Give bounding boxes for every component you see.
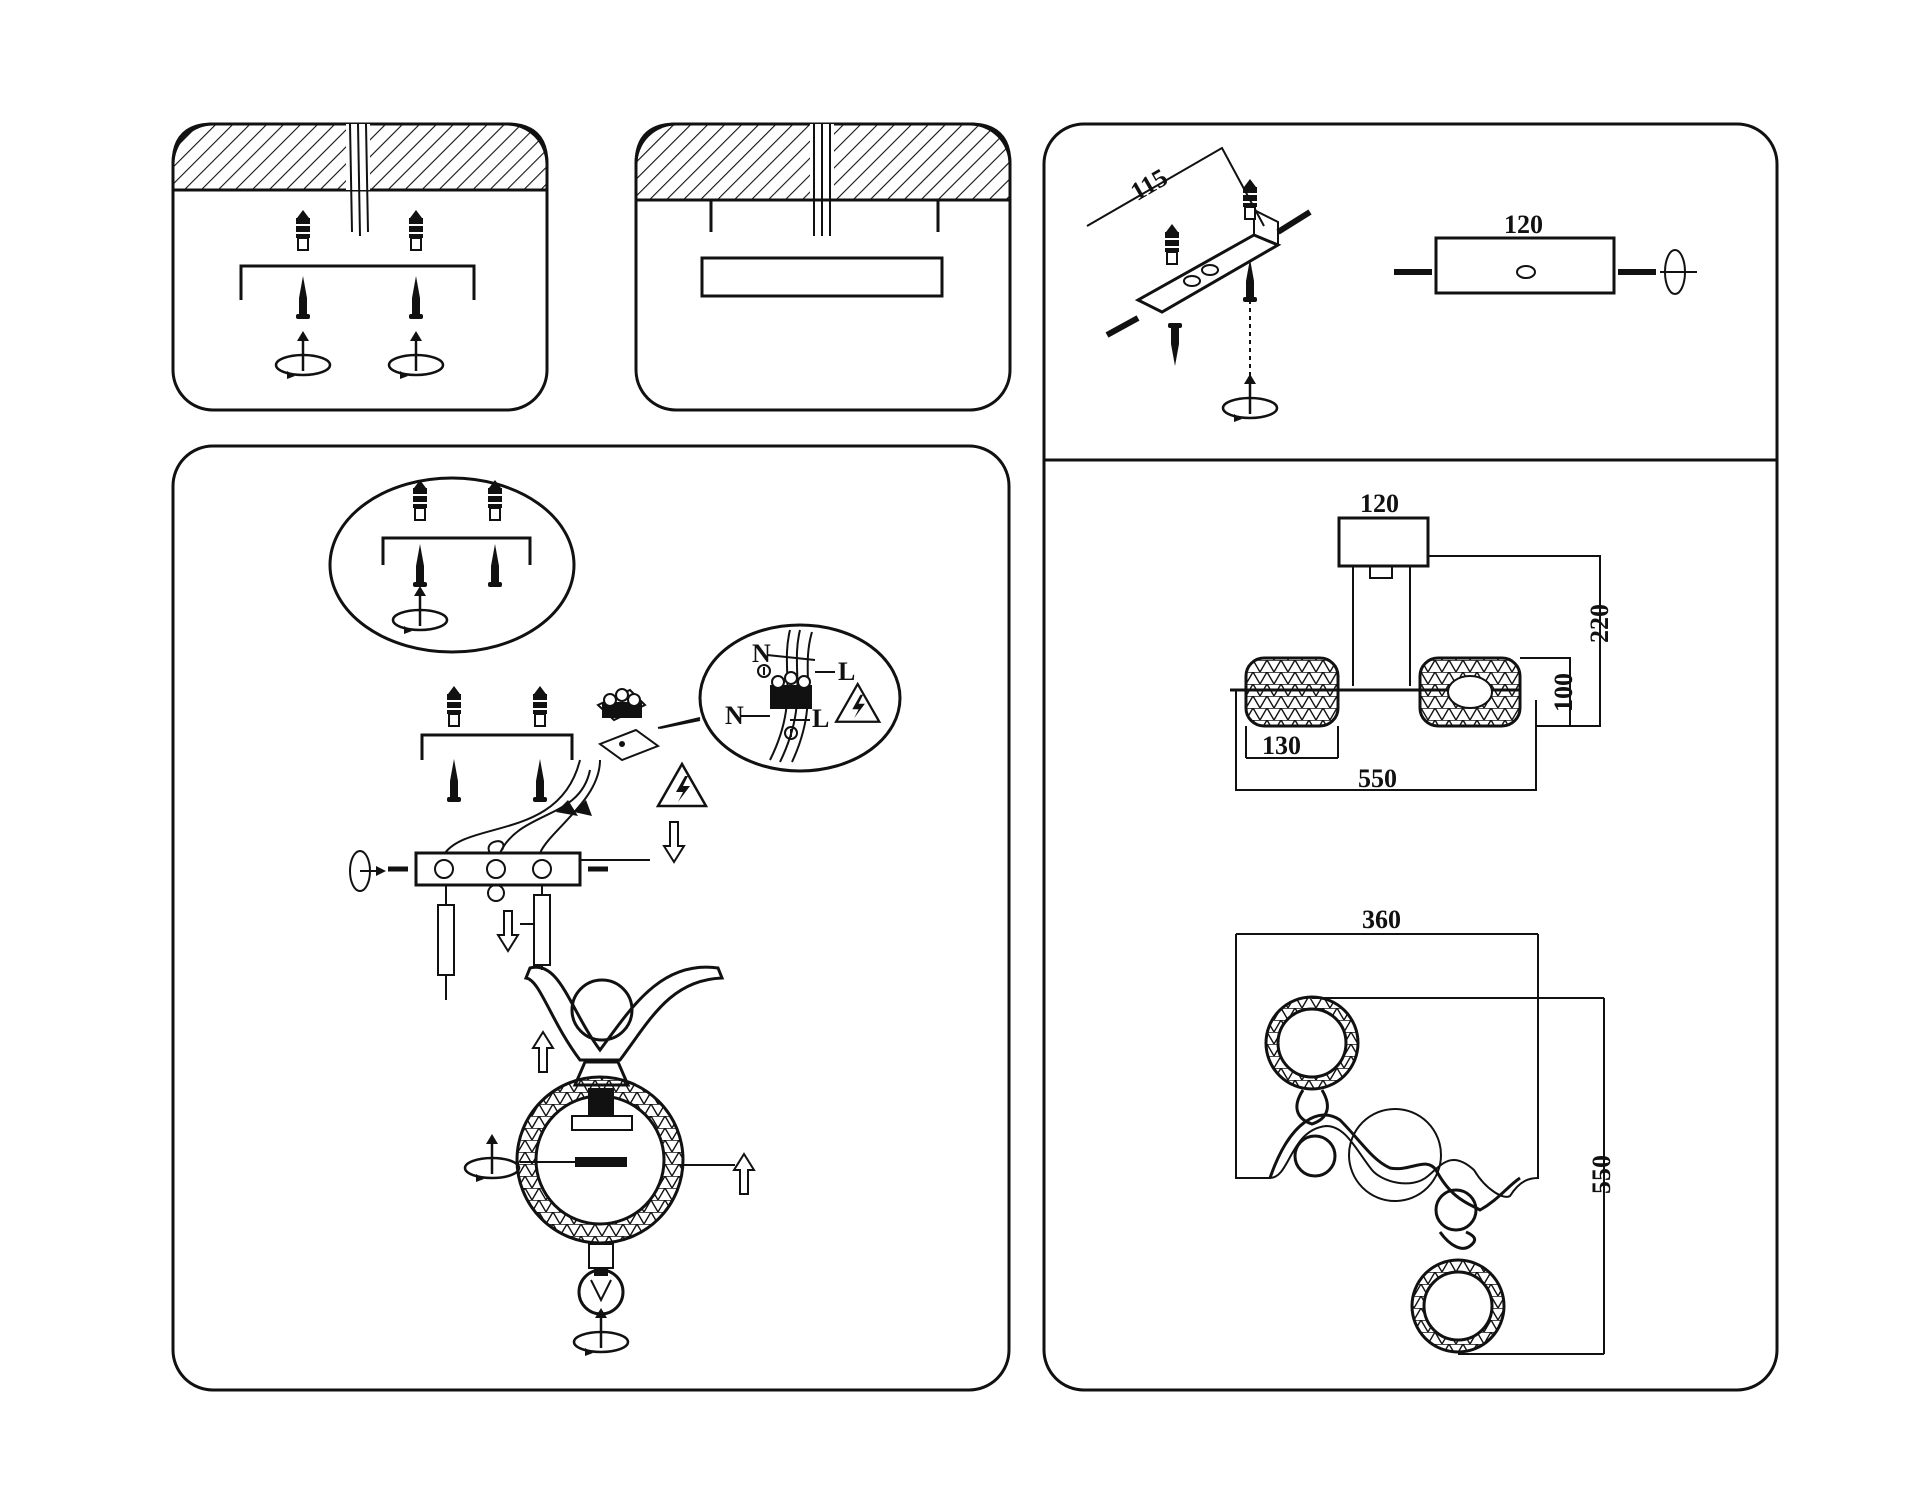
panel-step-2 bbox=[634, 122, 1012, 412]
lamp-arm bbox=[523, 965, 725, 1062]
bracket-detail-circle bbox=[328, 476, 576, 654]
rotate-arrow-icon bbox=[349, 850, 386, 892]
electric-hazard-icon bbox=[656, 762, 708, 808]
screw-icon bbox=[488, 544, 502, 587]
rotate-arrow-icon bbox=[463, 1132, 521, 1184]
electric-hazard-icon bbox=[834, 682, 881, 723]
mounting-bracket bbox=[239, 264, 476, 300]
rotate-arrow-icon bbox=[391, 584, 449, 636]
terminal-block-icon bbox=[596, 688, 661, 762]
down-arrow-icon bbox=[663, 821, 685, 863]
total-height-label: 220 bbox=[1585, 604, 1614, 643]
rotate-arrow-icon bbox=[572, 1306, 630, 1358]
neutral-label: N bbox=[725, 701, 744, 730]
lamp-socket bbox=[588, 1243, 614, 1269]
arm-top bbox=[1268, 1113, 1521, 1212]
wall-plug-icon bbox=[295, 209, 311, 251]
screw-icon bbox=[447, 759, 461, 802]
total-width-label: 550 bbox=[1358, 764, 1397, 793]
live-label: L bbox=[838, 657, 855, 686]
bracket-plate bbox=[1134, 233, 1282, 314]
screw-icon bbox=[1168, 323, 1182, 366]
rotate-arrow-icon bbox=[387, 329, 445, 381]
ground-icon bbox=[757, 664, 798, 740]
threaded-rods bbox=[437, 885, 551, 1000]
wiring-detail: N L N L bbox=[659, 623, 902, 773]
canopy-width-label: 120 bbox=[1360, 489, 1399, 518]
panel-step-1 bbox=[171, 122, 549, 412]
wall-plug-icon bbox=[1242, 178, 1258, 220]
wall-plug-icon bbox=[1164, 223, 1180, 265]
depth-label: 360 bbox=[1362, 905, 1401, 934]
crystal-shade-left bbox=[1244, 656, 1340, 728]
screw-icon bbox=[413, 544, 427, 587]
screw-icon bbox=[296, 276, 310, 319]
shade-width-label: 130 bbox=[1262, 731, 1301, 760]
wall-plug-icon bbox=[408, 209, 424, 251]
rotate-arrow-icon bbox=[1221, 372, 1279, 424]
screw-icon bbox=[409, 276, 423, 319]
panel-step-3: N L N L bbox=[171, 444, 1011, 1392]
top-view: 360 550 bbox=[1235, 905, 1616, 1355]
neutral-label: N bbox=[752, 639, 771, 668]
wall-plug-icon bbox=[412, 479, 428, 521]
up-arrow-icon bbox=[733, 1153, 755, 1195]
rotate-arrow-icon bbox=[1660, 249, 1697, 295]
live-label: L bbox=[812, 704, 829, 733]
up-arrow-icon bbox=[531, 1030, 555, 1073]
shade-height-label: 100 bbox=[1549, 673, 1578, 712]
mounted-bracket bbox=[709, 198, 940, 232]
length-label: 550 bbox=[1587, 1155, 1616, 1194]
panel-dimensions: 115 120 bbox=[1042, 122, 1779, 1392]
down-arrow-icon bbox=[497, 910, 519, 952]
canopy bbox=[1337, 516, 1430, 568]
canopy-detail: 120 bbox=[1394, 210, 1697, 295]
screw-icon bbox=[533, 759, 547, 802]
canopy-plate bbox=[700, 256, 944, 298]
wall-plug-icon bbox=[446, 685, 462, 727]
bracket-detail: 115 bbox=[1086, 146, 1312, 424]
light-bulb-icon bbox=[577, 1268, 625, 1316]
mounting-plate bbox=[414, 851, 582, 887]
wires bbox=[444, 759, 601, 854]
rotate-arrow-icon bbox=[274, 329, 332, 381]
side-view: 120 130 550 220 100 bbox=[1230, 489, 1614, 793]
wall-plug-icon bbox=[532, 685, 548, 727]
canopy-length-label: 120 bbox=[1504, 210, 1543, 239]
ceiling-wires bbox=[349, 123, 369, 237]
